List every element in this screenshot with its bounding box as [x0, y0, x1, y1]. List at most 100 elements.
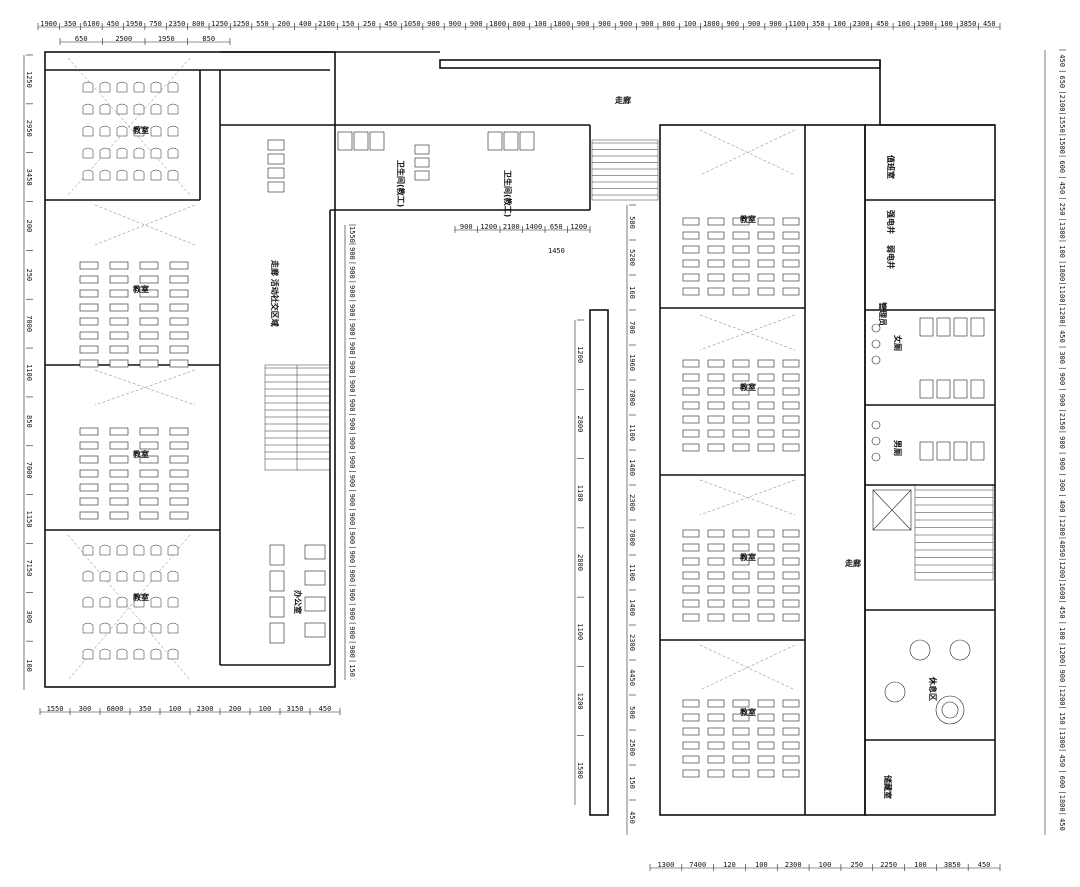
chair	[116, 125, 128, 137]
dimension-label: 450	[628, 811, 636, 824]
chair	[133, 596, 145, 608]
desk	[79, 469, 99, 478]
dimension-label: 1550	[348, 226, 356, 243]
dimension-label: 450	[1058, 330, 1066, 343]
dimension-label: 1050	[404, 20, 421, 28]
dimension-label: 900	[348, 437, 356, 450]
desk	[757, 599, 775, 608]
desk	[682, 387, 700, 396]
chair	[150, 544, 162, 556]
desk	[139, 289, 159, 298]
chair	[99, 622, 111, 634]
desk	[79, 511, 99, 520]
dimension-label: 450	[978, 861, 991, 869]
desk	[707, 585, 725, 594]
chair	[116, 570, 128, 582]
desk	[682, 557, 700, 566]
desk	[109, 303, 129, 312]
chair	[133, 648, 145, 660]
chair	[99, 570, 111, 582]
dimension-label: 100	[169, 705, 182, 713]
dimension-label: 1250	[233, 20, 250, 28]
dimension-label: 450	[1058, 182, 1066, 195]
dimension-label: 650	[1058, 75, 1066, 88]
toilet-stall	[503, 131, 519, 151]
chair	[82, 125, 94, 137]
office-desk	[269, 622, 285, 644]
dimension-label: 900	[348, 304, 356, 317]
dimension-label: 400	[1058, 500, 1066, 513]
desk	[782, 613, 800, 622]
dimension-label: 1800	[553, 20, 570, 28]
dimension-label: 900	[577, 20, 590, 28]
dimension-label: 400	[299, 20, 312, 28]
dimension-label: 1900	[40, 20, 57, 28]
desk	[757, 217, 775, 226]
chair	[167, 596, 179, 608]
desk	[782, 529, 800, 538]
sink	[871, 436, 881, 446]
chair	[116, 596, 128, 608]
sink	[871, 339, 881, 349]
desk	[169, 441, 189, 450]
desk	[732, 571, 750, 580]
dimension-label: 7000	[628, 389, 636, 406]
chair	[167, 169, 179, 181]
desk	[707, 599, 725, 608]
desk	[139, 345, 159, 354]
dimension-label: 250	[25, 268, 33, 281]
desk	[79, 345, 99, 354]
desk	[79, 303, 99, 312]
desk	[757, 231, 775, 240]
dimension-label: 100	[833, 20, 846, 28]
dimension-label: 1200	[570, 223, 587, 231]
chair	[82, 648, 94, 660]
dimension-label: 900	[348, 588, 356, 601]
dimension-label: 200	[25, 220, 33, 233]
dimension-label: 4450	[628, 669, 636, 686]
chair	[167, 125, 179, 137]
dimension-label: 2150	[1058, 413, 1066, 430]
desk	[707, 713, 725, 722]
dimension-label: 3450	[25, 169, 33, 186]
dimension-label: 600	[1058, 776, 1066, 789]
desk	[169, 511, 189, 520]
dimension-label: 1950	[126, 20, 143, 28]
toilet-stall	[369, 131, 385, 151]
chair	[116, 103, 128, 115]
dimension-label: 350	[139, 705, 152, 713]
label-corridor-top: 走廊	[614, 95, 631, 105]
chair	[99, 81, 111, 93]
dimension-label: 900	[348, 513, 356, 526]
dimension-label: 100	[819, 861, 832, 869]
dimension-label: 100	[259, 705, 272, 713]
chair	[82, 622, 94, 634]
desk	[109, 455, 129, 464]
desk	[169, 469, 189, 478]
dimension-label: 900	[449, 20, 462, 28]
desk	[682, 373, 700, 382]
desk	[732, 557, 750, 566]
dimension-label: 900	[1058, 394, 1066, 407]
desk	[682, 613, 700, 622]
desk	[782, 359, 800, 368]
desk	[139, 261, 159, 270]
dimension-label: 1100	[576, 623, 584, 640]
dimension-label: 650	[550, 223, 563, 231]
label-weak-well: 弱电井	[886, 245, 896, 269]
dimension-label: 500	[628, 216, 636, 229]
desk	[707, 543, 725, 552]
dimension-label: 1100	[628, 564, 636, 581]
desk	[707, 231, 725, 240]
dimension-label: 2500	[115, 35, 132, 43]
sink	[871, 420, 881, 430]
desk	[139, 427, 159, 436]
desk	[757, 387, 775, 396]
desk	[169, 483, 189, 492]
dimension-label: 1200	[1058, 646, 1066, 663]
label-classroom-7: 教室	[739, 552, 756, 562]
office-desk	[304, 544, 326, 560]
desk	[757, 401, 775, 410]
chair	[150, 125, 162, 137]
